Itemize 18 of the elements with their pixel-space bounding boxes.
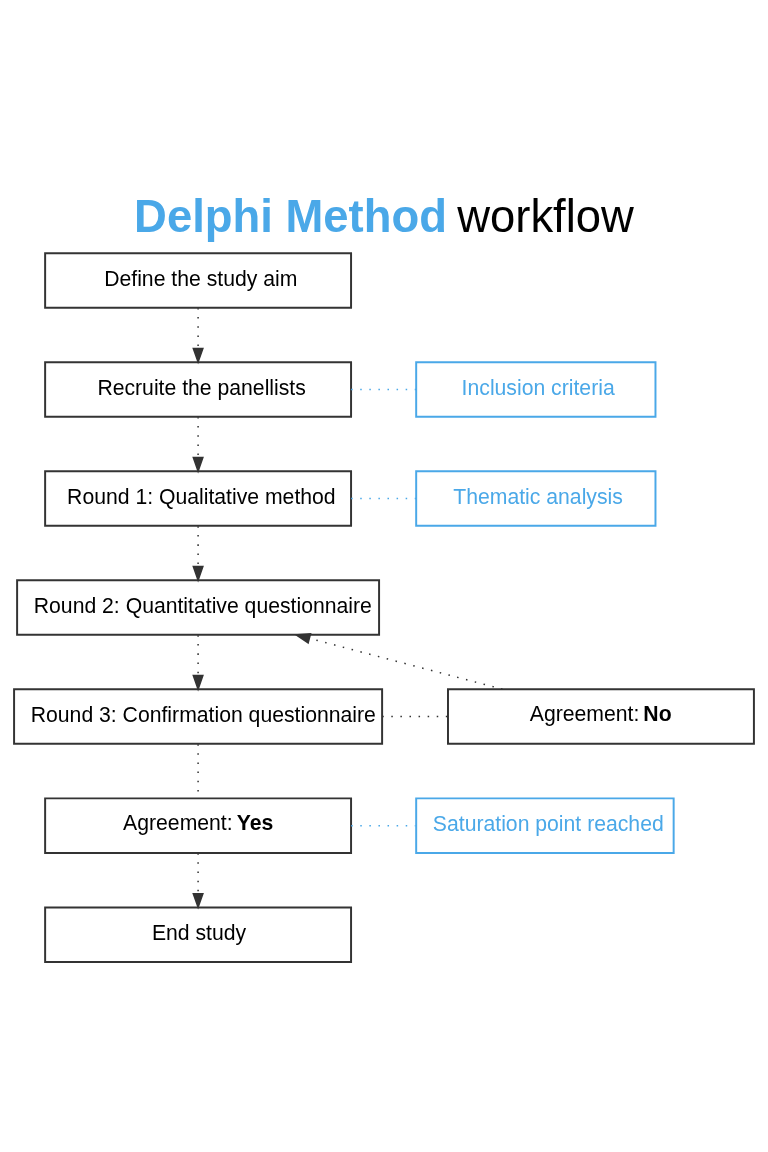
node-box: Saturation point reached <box>415 796 675 854</box>
node-box: End study <box>44 905 353 963</box>
node-box: Round 3: Confirmation questionnaire <box>13 687 384 745</box>
arrow <box>192 524 204 582</box>
node-box: Thematic analysis <box>415 469 657 527</box>
diagram-title: Delphi Method workflow <box>134 190 634 242</box>
arrow <box>293 632 504 690</box>
node-box: Define the study aim <box>44 251 353 309</box>
arrow <box>192 306 204 364</box>
node-box: Agreement: No <box>447 687 755 745</box>
arrow <box>192 634 204 691</box>
node-box: Recruite the panellists <box>44 360 353 418</box>
node-box: Round 1: Qualitative method <box>44 469 353 527</box>
arrow <box>192 852 204 910</box>
node-box: Inclusion criteria <box>415 360 657 418</box>
node-box: Agreement: Yes <box>44 796 353 854</box>
node-box: Round 2: Quantitative questionnaire <box>16 578 381 636</box>
arrow <box>192 415 204 473</box>
